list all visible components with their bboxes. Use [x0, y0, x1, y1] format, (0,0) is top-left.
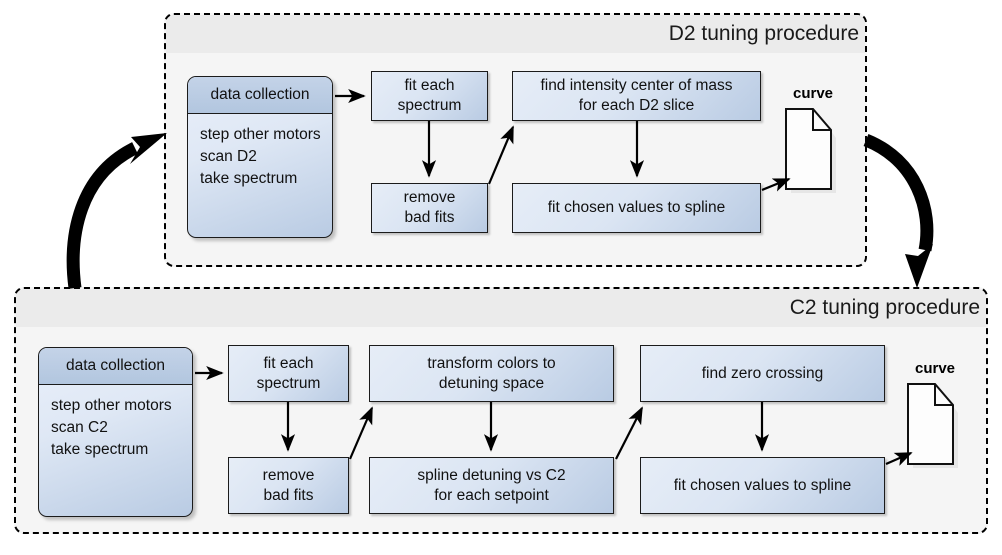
c2-remove-bad-fits-node[interactable]: remove bad fits: [228, 457, 349, 514]
panel-c2-header: C2 tuning procedure: [16, 289, 986, 327]
arrow-loop-c2-to-d2-head: [130, 133, 167, 164]
d2-com-line-1: find intensity center of mass: [540, 77, 733, 95]
c2-dc-line-1: step other motors: [51, 397, 172, 414]
c2-data-collection-body: step other motors scan C2 take spectrum: [39, 385, 192, 516]
c2-transform-line-1: transform colors to: [427, 354, 556, 372]
c2-curve-output: curve: [906, 360, 964, 470]
document-icon: [785, 108, 836, 193]
c2-dc-line-3: take spectrum: [51, 441, 149, 458]
c2-data-collection-header: data collection: [39, 348, 192, 385]
c2-zero-line-1: find zero crossing: [701, 364, 824, 382]
c2-fit-each-spectrum-node[interactable]: fit each spectrum: [228, 345, 349, 402]
arrow-loop-d2-to-c2-head: [905, 244, 933, 288]
d2-spline-line-1: fit chosen values to spline: [547, 199, 726, 217]
d2-dc-line-3: take spectrum: [200, 170, 298, 187]
c2-dc-line-2: scan C2: [51, 419, 108, 436]
arrow-loop-c2-to-d2: [66, 142, 139, 289]
document-icon: [907, 383, 958, 468]
c2-transform-colors-node[interactable]: transform colors to detuning space: [369, 345, 614, 402]
c2-fit-line-1: fit each: [263, 354, 314, 372]
arrow-loop-d2-to-c2: [863, 133, 934, 252]
c2-fit-spline-node[interactable]: fit chosen values to spline: [640, 457, 885, 514]
d2-fit-each-spectrum-node[interactable]: fit each spectrum: [371, 71, 488, 121]
panel-d2-title: D2 tuning procedure: [668, 22, 859, 45]
c2-remove-line-2: bad fits: [263, 486, 314, 504]
d2-fit-line-1: fit each: [404, 77, 455, 95]
d2-remove-line-1: remove: [403, 189, 456, 207]
d2-remove-line-2: bad fits: [404, 209, 455, 226]
c2-transform-line-2: detuning space: [438, 374, 545, 392]
d2-remove-bad-fits-node[interactable]: remove bad fits: [371, 183, 488, 233]
d2-dc-line-2: scan D2: [200, 148, 257, 165]
c2-spline-line-1: fit chosen values to spline: [673, 476, 852, 494]
c2-fit-line-2: spectrum: [256, 374, 321, 392]
d2-center-of-mass-node[interactable]: find intensity center of mass for each D…: [512, 71, 761, 121]
panel-c2-title: C2 tuning procedure: [789, 296, 980, 319]
d2-com-line-2: for each D2 slice: [578, 97, 695, 114]
c2-spline-detuning-node[interactable]: spline detuning vs C2 for each setpoint: [369, 457, 614, 514]
c2-remove-line-1: remove: [262, 466, 315, 484]
d2-dc-line-1: step other motors: [200, 126, 321, 143]
d2-curve-output: curve: [784, 85, 842, 195]
d2-data-collection-node[interactable]: data collection step other motors scan D…: [187, 76, 333, 238]
d2-fit-spline-node[interactable]: fit chosen values to spline: [512, 183, 761, 233]
c2-data-collection-node[interactable]: data collection step other motors scan C…: [38, 347, 193, 517]
d2-curve-label: curve: [792, 85, 834, 102]
d2-data-collection-header: data collection: [188, 77, 332, 114]
c2-find-zero-crossing-node[interactable]: find zero crossing: [640, 345, 885, 402]
d2-data-collection-body: step other motors scan D2 take spectrum: [188, 114, 332, 237]
c2-spline-det-line-1: spline detuning vs C2: [417, 466, 566, 484]
d2-fit-line-2: spectrum: [397, 97, 462, 114]
c2-spline-det-line-2: for each setpoint: [434, 486, 549, 504]
panel-d2-header: D2 tuning procedure: [166, 15, 865, 53]
c2-curve-label: curve: [914, 360, 956, 377]
